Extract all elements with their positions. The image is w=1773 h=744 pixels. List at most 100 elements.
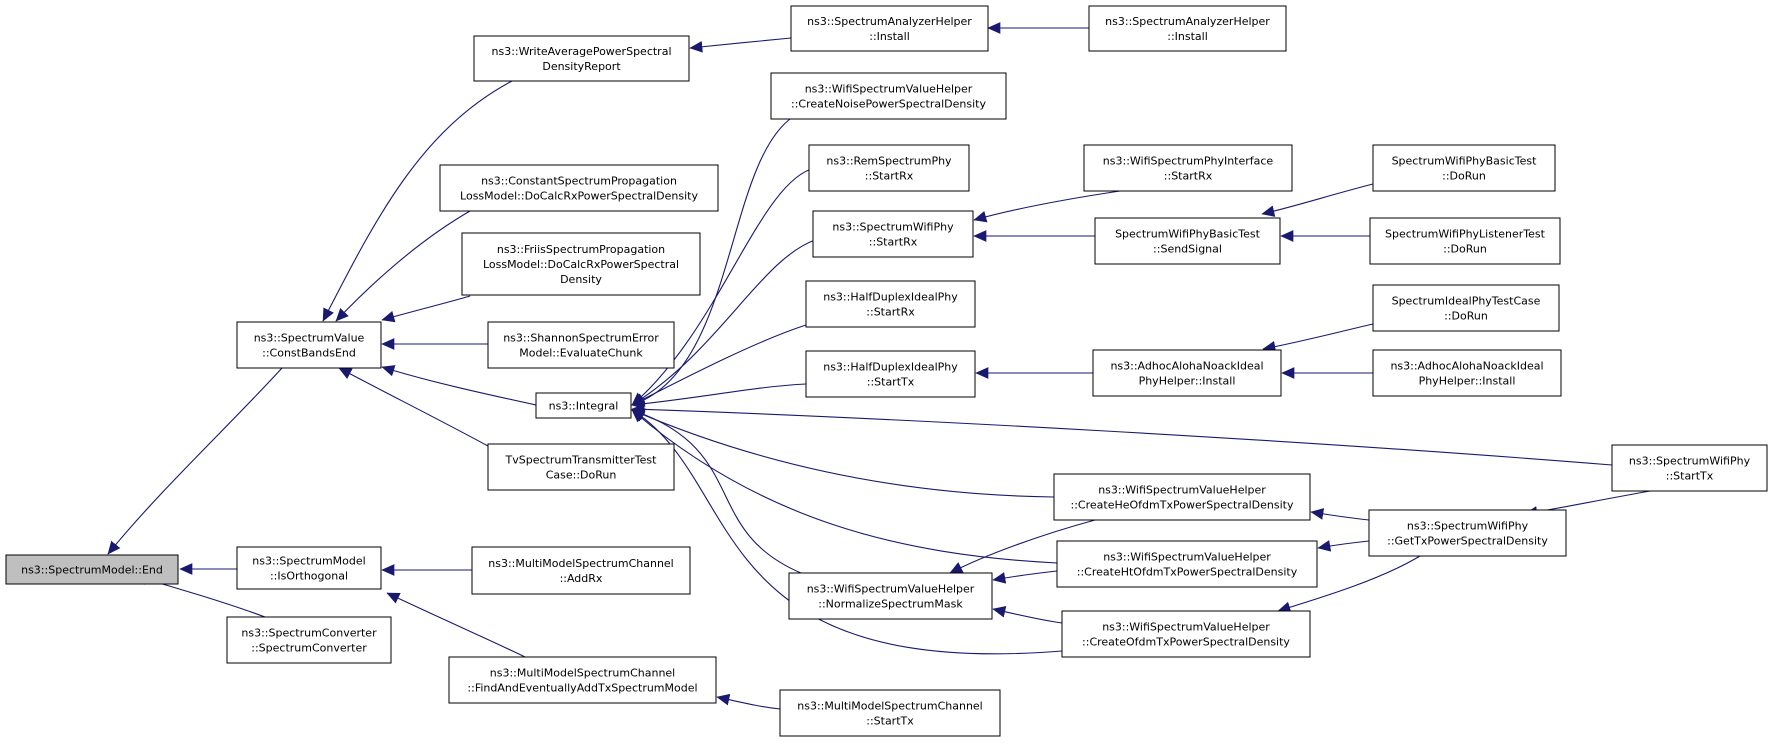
node-label-line: ns3::WriteAveragePowerSpectral <box>492 45 672 58</box>
node-box <box>448 656 717 704</box>
node-idealrun[interactable]: SpectrumIdealPhyTestCase::DoRun <box>1372 284 1560 332</box>
node-const[interactable]: ns3::ConstantSpectrumPropagationLossMode… <box>439 164 719 212</box>
node-box <box>487 443 675 491</box>
node-label-line: ::StartTx <box>867 376 915 389</box>
node-basicrun[interactable]: SpectrumWifiPhyBasicTest::DoRun <box>1372 144 1556 192</box>
node-end[interactable]: ns3::SpectrumModel::End <box>5 554 179 585</box>
edge-mmtx-to-mmfind <box>716 693 781 710</box>
edge-line <box>631 408 802 574</box>
node-listrun[interactable]: SpectrumWifiPhyListenerTest::DoRun <box>1369 217 1561 265</box>
node-spiface[interactable]: ns3::WifiSpectrumPhyInterface::StartRx <box>1083 144 1293 192</box>
edge-line <box>631 118 791 407</box>
node-adhoc1[interactable]: ns3::AdhocAlohaNoackIdealPhyHelper::Inst… <box>1092 349 1282 397</box>
node-label-line: ::CreateNoisePowerSpectralDensity <box>791 98 986 111</box>
node-he[interactable]: ns3::WifiSpectrumValueHelper::CreateHeOf… <box>1053 473 1311 521</box>
edge-gettx-to-he <box>1310 508 1370 521</box>
node-friis[interactable]: ns3::FriisSpectrumPropagationLossModel::… <box>461 232 701 296</box>
node-norm[interactable]: ns3::WifiSpectrumValueHelper::NormalizeS… <box>788 572 993 620</box>
edge-line <box>1262 323 1374 353</box>
node-swptx[interactable]: ns3::SpectrumWifiPhy::StartTx <box>1611 444 1768 492</box>
node-rem[interactable]: ns3::RemSpectrumPhy::StartRx <box>808 144 970 192</box>
node-label-line: ::SendSignal <box>1153 243 1222 256</box>
node-label-line: ns3::RemSpectrumPhy <box>826 155 952 168</box>
node-label-line: ::StartRx <box>865 170 914 183</box>
node-box <box>471 546 691 595</box>
node-box <box>1611 444 1768 492</box>
edge-line <box>631 409 1055 498</box>
node-label-line: ns3::SpectrumAnalyzerHelper <box>1105 15 1270 28</box>
node-sah1[interactable]: ns3::SpectrumAnalyzerHelper::Install <box>790 5 989 52</box>
node-mmtx[interactable]: ns3::MultiModelSpectrumChannel::StartTx <box>779 689 1001 737</box>
node-ofdm[interactable]: ns3::WifiSpectrumValueHelper::CreateOfdm… <box>1061 610 1311 658</box>
edge-friis-to-cbe <box>381 295 471 323</box>
node-label-line: PhyHelper::Install <box>1139 375 1236 388</box>
node-swpr[interactable]: ns3::SpectrumWifiPhy::StartRx <box>812 210 974 258</box>
node-label-line: ns3::SpectrumConverter <box>241 627 377 640</box>
node-wapsd[interactable]: ns3::WriteAveragePowerSpectralDensityRep… <box>473 35 690 82</box>
edge-line <box>335 210 471 322</box>
node-box <box>790 5 989 52</box>
node-label-line: SpectrumWifiPhyListenerTest <box>1385 228 1546 241</box>
node-label-line: Density <box>560 273 602 286</box>
node-label-line: SpectrumWifiPhyBasicTest <box>1392 155 1538 168</box>
node-label-line: ::CreateOfdmTxPowerSpectralDensity <box>1082 636 1290 649</box>
node-label-line: ns3::SpectrumWifiPhy <box>832 221 954 234</box>
node-box <box>226 616 392 664</box>
node-label-line: ::FindAndEventuallyAddTxSpectrumModel <box>467 682 697 695</box>
node-hdtx[interactable]: ns3::HalfDuplexIdealPhy::StartTx <box>805 350 976 398</box>
edge-rem-to-integ <box>631 167 816 406</box>
edge-hdtx-to-integ <box>631 383 807 410</box>
edge-line <box>381 365 537 406</box>
node-box <box>473 35 690 82</box>
node-label-line: ::StartRx <box>869 236 918 249</box>
node-box <box>236 321 382 369</box>
node-label-line: ns3::SpectrumWifiPhy <box>1407 520 1529 533</box>
node-mmaddrx[interactable]: ns3::MultiModelSpectrumChannel::AddRx <box>471 546 691 595</box>
node-ht[interactable]: ns3::WifiSpectrumValueHelper::CreateHtOf… <box>1056 540 1318 588</box>
edge-line <box>381 295 471 323</box>
node-label-line: ::StartRx <box>1164 170 1213 183</box>
node-label-line: ::DoRun <box>1444 310 1488 323</box>
node-label-line: ::Install <box>869 30 910 43</box>
node-integ[interactable]: ns3::Integral <box>535 392 632 419</box>
node-box <box>1368 509 1567 557</box>
node-box <box>1088 5 1287 52</box>
node-label-line: ::SpectrumConverter <box>251 642 367 655</box>
node-noise[interactable]: ns3::WifiSpectrumValueHelper::CreateNois… <box>770 72 1007 120</box>
node-gettx[interactable]: ns3::SpectrumWifiPhy::GetTxPowerSpectral… <box>1368 509 1567 557</box>
edge-line <box>631 383 807 410</box>
node-box <box>487 321 675 369</box>
edge-gettx-to-ht <box>1317 540 1370 552</box>
node-layer: ns3::SpectrumModel::End ns3::SpectrumValu… <box>5 5 1768 737</box>
node-label-line: SpectrumWifiPhyBasicTest <box>1115 228 1261 241</box>
node-cbe[interactable]: ns3::SpectrumValue::ConstBandsEnd <box>236 321 382 369</box>
node-label-line: ns3::SpectrumModel <box>252 555 365 568</box>
node-isorth[interactable]: ns3::SpectrumModel::IsOrthogonal <box>236 546 382 590</box>
node-sconv[interactable]: ns3::SpectrumConverter::SpectrumConverte… <box>226 616 392 664</box>
node-label-line: ns3::WifiSpectrumPhyInterface <box>1103 155 1274 168</box>
node-label-line: ::CreateHtOfdmTxPowerSpectralDensity <box>1077 566 1298 579</box>
node-box <box>1083 144 1293 192</box>
node-label-line: ns3::HalfDuplexIdealPhy <box>823 361 958 374</box>
node-box <box>1369 217 1561 265</box>
node-hdrx[interactable]: ns3::HalfDuplexIdealPhy::StartRx <box>805 280 976 328</box>
node-label-line: ::IsOrthogonal <box>270 570 348 583</box>
node-mmfind[interactable]: ns3::MultiModelSpectrumChannel::FindAndE… <box>448 656 717 704</box>
node-box <box>788 572 993 620</box>
edge-basicrun-to-sendsig <box>1261 183 1374 217</box>
edge-gettx-to-ofdm <box>1277 555 1421 613</box>
edge-line <box>107 367 283 555</box>
node-sendsig[interactable]: SpectrumWifiPhyBasicTest::SendSignal <box>1094 217 1281 265</box>
edge-line <box>386 592 526 658</box>
node-label-line: LossModel::DoCalcRxPowerSpectral <box>483 258 679 271</box>
edge-line <box>1317 540 1370 552</box>
node-shannon[interactable]: ns3::ShannonSpectrumErrorModel::Evaluate… <box>487 321 675 369</box>
edge-wapsd-to-cbe <box>322 80 513 322</box>
node-sah2[interactable]: ns3::SpectrumAnalyzerHelper::Install <box>1088 5 1287 52</box>
node-label-line: ::DoRun <box>1443 243 1487 256</box>
edge-cbe-to-end <box>107 367 283 555</box>
edge-line <box>322 80 513 322</box>
node-box <box>805 280 976 328</box>
node-adhoc2[interactable]: ns3::AdhocAlohaNoackIdealPhyHelper::Inst… <box>1372 349 1562 397</box>
